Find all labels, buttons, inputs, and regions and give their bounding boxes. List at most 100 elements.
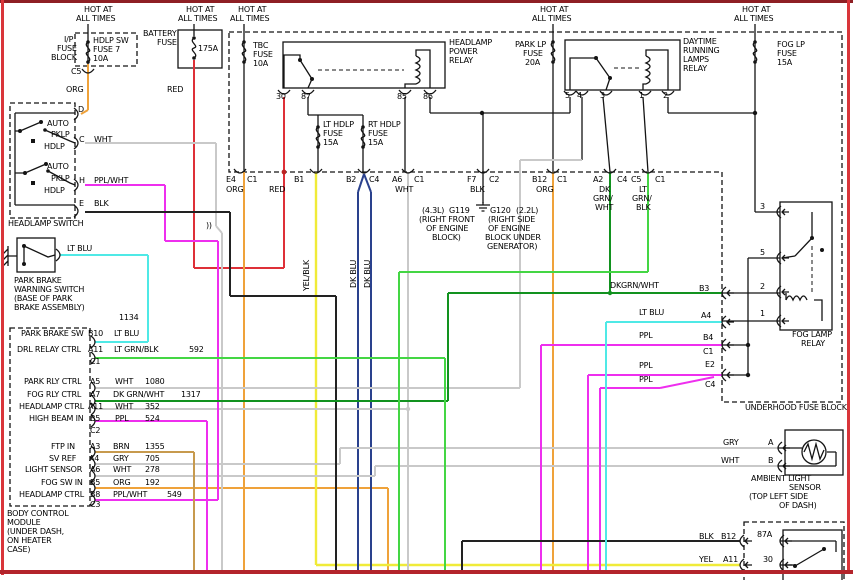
diagram-label: HEADLAMP CTRL (19, 490, 84, 499)
diagram-label: BATTERY (143, 29, 177, 38)
diagram-label: 85 (397, 92, 407, 101)
diagram-label: A11 (88, 402, 104, 411)
diagram-label: MODULE (7, 518, 41, 527)
diagram-label: ALL TIMES (76, 14, 116, 23)
diagram-label: B8 (90, 490, 101, 499)
diagram-label: G119 (449, 206, 470, 215)
drl-relay-internals (569, 49, 669, 91)
diagram-label: HOT AT (238, 5, 267, 14)
diagram-label: AUTO (47, 162, 69, 171)
junction-dots (281, 110, 758, 412)
diagram-label: AMBIENT LIGHT (751, 474, 812, 483)
diagram-label: 175A (198, 44, 218, 53)
diagram-label: FUSE (157, 38, 177, 47)
diagram-label: FOG LP (777, 40, 805, 49)
diagram-label: TBC (253, 41, 269, 50)
diagram-label: (4.3L) (422, 206, 445, 215)
diagram-label: E4 (226, 175, 236, 184)
diagram-label: WHT (94, 135, 113, 144)
diagram-label: C1 (655, 175, 666, 184)
diagram-label: WHT (721, 456, 740, 465)
diagram-label: C1 (247, 175, 258, 184)
diagram-label: HDLP SW (93, 36, 129, 45)
diagram-label: C4 (617, 175, 628, 184)
diagram-label: HEADLAMP SWITCH (8, 219, 84, 228)
diagram-label: PPL (639, 331, 653, 340)
diagram-label: DAYTIME (683, 37, 717, 46)
border-top (0, 0, 853, 3)
diagram-label: C1 (557, 175, 568, 184)
diagram-label: B4 (703, 333, 714, 342)
diagram-label: 1317 (181, 390, 201, 399)
diagram-label: 352 (145, 402, 160, 411)
diagram-label: BLK (636, 203, 651, 212)
headlamp-switch-outline (9, 102, 76, 219)
diagram-label: WHT (115, 402, 134, 411)
diagram-label: 3 (600, 91, 605, 100)
diagram-label: B12 (532, 175, 548, 184)
diagram-label: GRY (113, 454, 129, 463)
diagram-label: FUSE (523, 49, 543, 58)
diagram-label: PPL/WHT (113, 490, 148, 499)
diagram-label: GENERATOR) (487, 242, 538, 251)
diagram-label: B10 (88, 329, 104, 338)
diagram-label: 1 (760, 309, 765, 318)
diagram-label: C1 (703, 347, 714, 356)
diagram-label: 1134 (119, 313, 139, 322)
diagram-label: CASE) (7, 545, 31, 554)
diagram-label: E2 (705, 360, 715, 369)
wires (60, 60, 778, 571)
diagram-label: HEADLAMP (449, 38, 492, 47)
diagram-label: OF ENGINE (426, 224, 469, 233)
diagram-label: SV REF (49, 454, 77, 463)
diagram-label: 87A (757, 530, 773, 539)
headlamp-power-relay-box (282, 41, 446, 89)
diagram-label: HOT AT (742, 5, 771, 14)
diagram-label: I/P (64, 35, 74, 44)
diagram-label: C5 (631, 175, 642, 184)
diagram-label: ORG (536, 185, 554, 194)
diagram-label: A6 (392, 175, 403, 184)
diagram-label: HOT AT (186, 5, 215, 14)
bottom-relay-internals (780, 540, 837, 568)
diagram-label: LT BLU (639, 308, 664, 317)
diagram-label: A11 (723, 555, 739, 564)
bottom-relay-box (782, 529, 843, 580)
diagram-label: 1080 (145, 377, 165, 386)
diagram-label: FUSE 7 (93, 45, 121, 54)
diagram-label: GRY (723, 438, 739, 447)
battery-fuse-box (177, 29, 223, 69)
diagram-label: 30 (763, 555, 773, 564)
diagram-label: ALL TIMES (178, 14, 218, 23)
diagram-label: DK GRN/WHT (113, 390, 165, 399)
diagram-label: FUSE (777, 49, 797, 58)
diagram-label: PARK LP (515, 40, 547, 49)
diagram-label: PARK BRAKE SW (21, 329, 84, 338)
diagram-label: PPL/WHT (94, 176, 129, 185)
fuse-icons (85, 35, 758, 150)
diagram-label: C4 (705, 380, 716, 389)
diagram-label: A11 (88, 345, 104, 354)
diagram-label: (UNDER DASH, (7, 527, 65, 536)
border-left (1, 0, 4, 575)
ground-icon (475, 201, 491, 212)
diagram-label: PPL (639, 375, 653, 384)
diagram-label: YEL/BLK (302, 260, 311, 291)
diagram-label: OF DASH) (779, 501, 817, 510)
diagram-label: ALL TIMES (734, 14, 774, 23)
diagram-label: E (79, 199, 84, 208)
diagram-label: 1355 (145, 442, 165, 451)
diagram-label: 524 (145, 414, 160, 423)
diagram-label: LT BLU (67, 244, 92, 253)
diagram-label: C4 (369, 175, 380, 184)
diagram-label: 5 (565, 91, 570, 100)
diagram-label: AUTO (47, 119, 69, 128)
diagram-label: WHT (115, 377, 134, 386)
diagram-label: HOT AT (84, 5, 113, 14)
diagram-label: BLK (94, 199, 109, 208)
diagram-label: UNDERHOOD FUSE BLOCK (745, 403, 847, 412)
diagram-label: B5 (90, 414, 101, 423)
diagram-label: 192 (145, 478, 160, 487)
diagram-label: A4 (701, 311, 712, 320)
